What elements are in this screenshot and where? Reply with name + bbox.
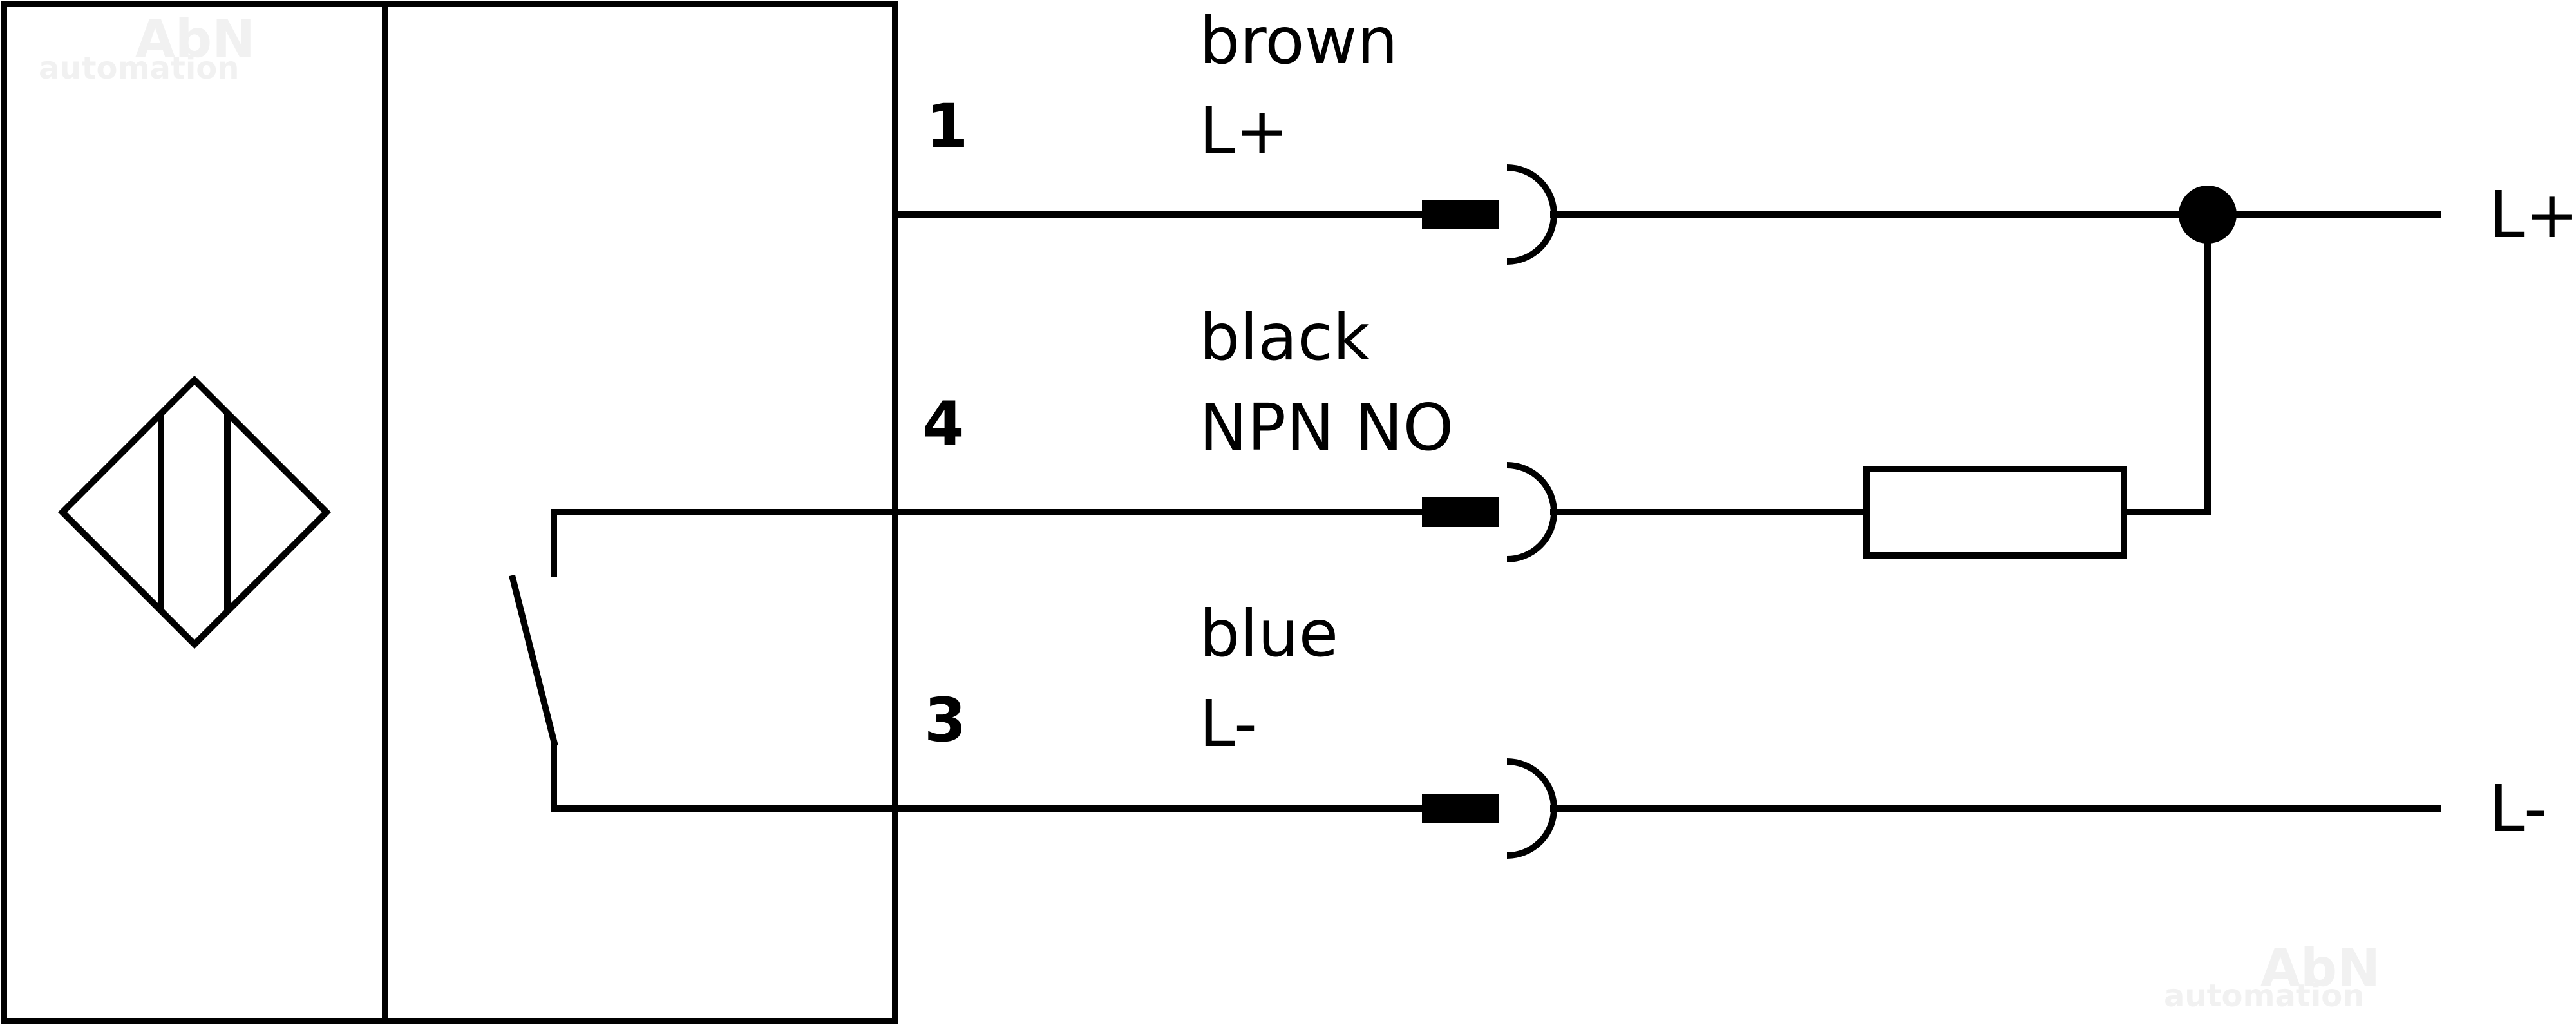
connector-plug — [1422, 794, 1499, 823]
connector-plug — [1422, 497, 1499, 527]
load-resistor — [1863, 466, 2127, 559]
connector-plug — [1422, 200, 1499, 229]
watermark-logo-sub: automation — [39, 50, 239, 86]
terminal-label-positive: L+ — [2489, 177, 2576, 253]
connector-socket — [1506, 758, 1557, 859]
watermark-logo-name: AbN — [2260, 938, 2380, 998]
wire-color-label-4: black — [1199, 300, 1370, 375]
wire-function-label-1: L+ — [1199, 93, 1289, 169]
switch-contact-icon — [509, 509, 895, 812]
watermark-logo-sub: automation — [2164, 978, 2364, 1014]
wire-function-label-3: L- — [1199, 686, 1257, 762]
watermark-bottom-right: AbN automation — [2164, 938, 2380, 1014]
terminal-label-negative: L- — [2489, 771, 2547, 847]
wire-color-label-3: blue — [1199, 596, 1338, 671]
watermark-logo-name: AbN — [135, 9, 255, 69]
connector-socket — [1506, 462, 1557, 562]
pin-number-3: 3 — [924, 685, 966, 756]
inductive-sensor-icon — [57, 375, 332, 649]
wire-function-label-4: NPN NO — [1199, 390, 1454, 465]
wire-pin-4 — [895, 215, 2211, 562]
connector-socket — [1506, 164, 1557, 265]
pin-number-4: 4 — [922, 389, 964, 459]
wire-pin-3 — [895, 758, 2441, 859]
pin-number-1: 1 — [926, 91, 968, 162]
watermark-top-left: AbN automation — [39, 9, 255, 86]
wire-color-label-1: brown — [1199, 3, 1398, 79]
